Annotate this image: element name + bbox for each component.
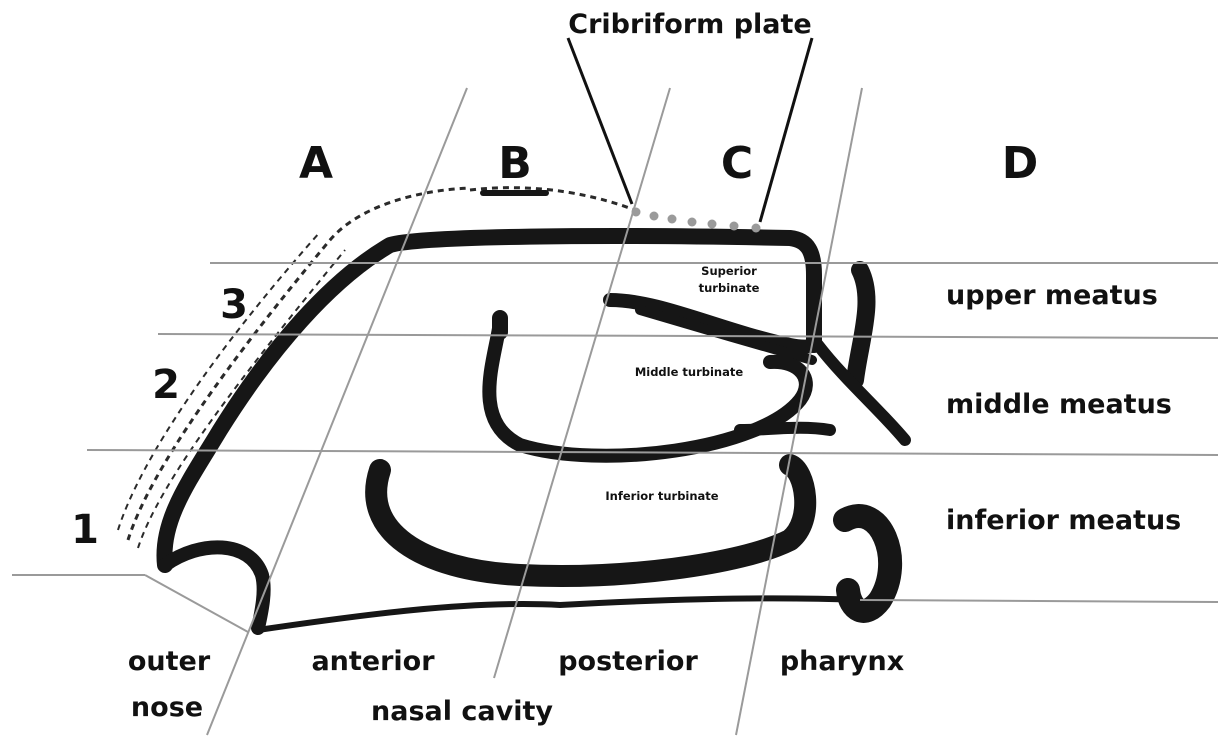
row1-bottom-right-line [860, 600, 1218, 602]
nasal-cavity-label: nasal cavity [371, 696, 553, 727]
outer-nose-label-line2: nose [131, 692, 203, 723]
column-label-d: D [1002, 138, 1039, 189]
cribriform-pointer-left [568, 38, 632, 204]
row-label-2: 2 [152, 362, 180, 408]
column-label-c: C [721, 138, 753, 189]
nose-tip-line [145, 575, 248, 632]
oblique-line-c-d [736, 88, 862, 735]
posterior-label: posterior [558, 646, 698, 677]
column-label-a: A [299, 138, 333, 189]
middle-turbinate-label: Middle turbinate [635, 365, 744, 379]
superior-turbinate [610, 300, 814, 360]
cribriform-pointer-right [760, 38, 812, 222]
row3-row2-line [158, 334, 1218, 338]
row-label-1: 1 [71, 507, 99, 553]
superior-turbinate-label-line2: turbinate [699, 281, 760, 295]
superior-turbinate-label-line1: Superior [701, 264, 757, 278]
outer-nose-label-line1: outer [128, 646, 211, 677]
cribriform-pointers [568, 38, 812, 222]
anterior-label: anterior [311, 646, 435, 677]
inferior-turbinate [376, 465, 805, 576]
inferior-turbinate-label: Inferior turbinate [605, 489, 718, 503]
pharynx-structures [818, 270, 905, 611]
upper-meatus-label: upper meatus [946, 280, 1158, 311]
column-label-b: B [498, 138, 532, 189]
oblique-line-a-b [207, 88, 467, 735]
row-label-3: 3 [220, 282, 248, 328]
pharynx-label: pharynx [780, 646, 904, 677]
cribriform-plate-label: Cribriform plate [568, 9, 811, 40]
middle-meatus-label: middle meatus [946, 389, 1172, 420]
inferior-meatus-label: inferior meatus [946, 505, 1181, 536]
